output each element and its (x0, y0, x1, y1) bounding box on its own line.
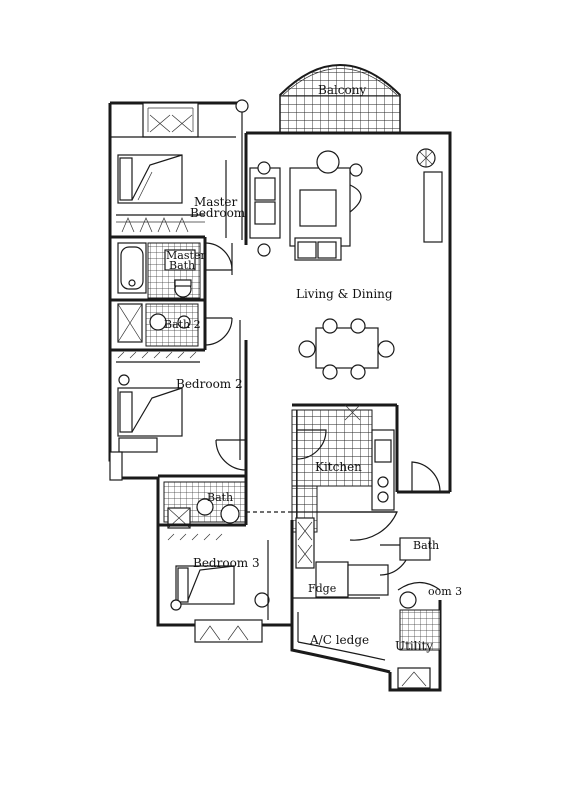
balcony-label: Balcony (318, 83, 367, 97)
service-area (290, 517, 441, 689)
fridge-label: Fdge (308, 582, 337, 595)
balcony (279, 64, 401, 135)
master-bath (110, 237, 233, 302)
bedroom-3 (170, 540, 270, 643)
ac-ledge-label: A/C ledge (310, 633, 370, 647)
bedroom-2-label: Bedroom 2 (176, 377, 243, 391)
wc-label: Bath (413, 539, 440, 552)
master-bath-label-line1: Master (166, 249, 206, 262)
bedroom-2 (109, 320, 248, 481)
kitchen-label: Kitchen (315, 460, 362, 474)
kitchen (291, 404, 441, 541)
utility-label: Utility (395, 639, 434, 653)
master-bath-label-line2: Bath (169, 259, 196, 272)
master-bedroom-label-line1: Master (194, 195, 238, 209)
bedroom-3-label: Bedroom 3 (193, 556, 260, 570)
common-bath-label: Bath (207, 491, 234, 504)
room-3-label: oom 3 (428, 585, 463, 598)
common-bath (158, 476, 292, 541)
living-dining-label: Living & Dining (296, 287, 393, 301)
master-bedroom-window (142, 102, 199, 138)
master-bedroom (110, 136, 236, 239)
column-icon (235, 99, 249, 113)
living-dining (249, 148, 443, 380)
master-bedroom-label-line2: Bedroom (190, 206, 246, 220)
bath-2-label: Bath 2 (164, 318, 201, 331)
bath-2 (110, 300, 233, 359)
